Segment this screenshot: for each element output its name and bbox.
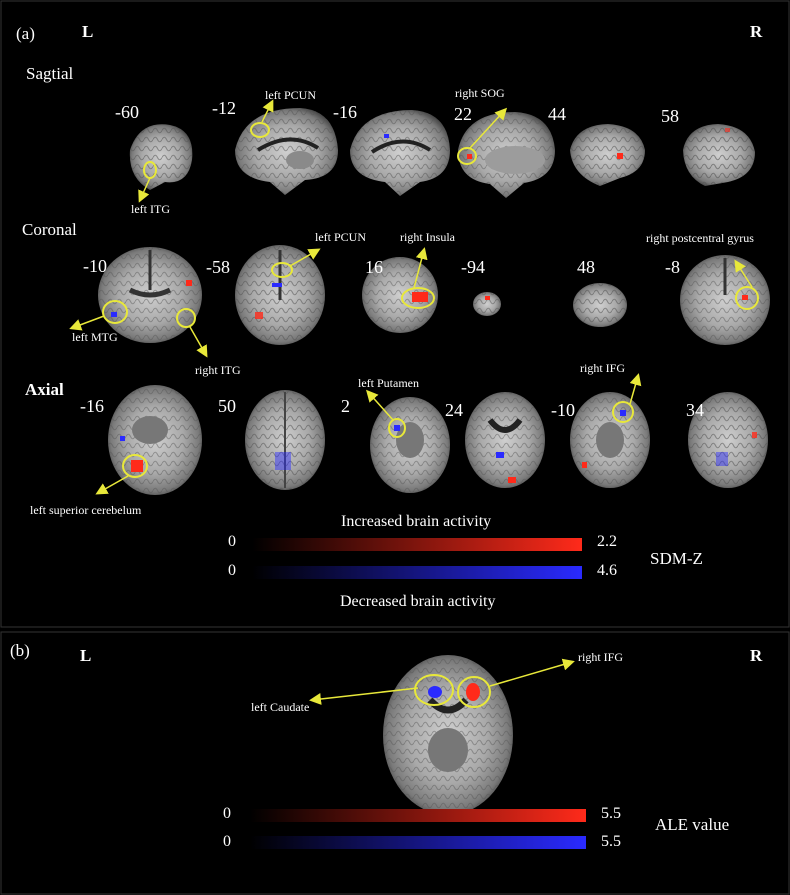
coronal-coord-2: -58 xyxy=(206,257,230,277)
axial-coord-1: -16 xyxy=(80,396,104,416)
label-right-ifg-panel-b: right IFG xyxy=(578,650,623,664)
increase-colorbar xyxy=(252,538,582,551)
axial-slice-3 xyxy=(370,397,450,493)
sagittal-slice-4 xyxy=(458,112,555,198)
coronal-slice-3 xyxy=(362,257,438,333)
panel-a-tag: (a) xyxy=(16,24,35,43)
sagittal-coord-4: 22 xyxy=(454,104,472,124)
axial-title: Axial xyxy=(25,380,64,399)
decreased-activity-label: Decreased brain activity xyxy=(340,593,496,610)
sagittal-coord-5: 44 xyxy=(548,104,566,124)
sagittal-slice-5 xyxy=(570,124,645,186)
sagittal-slice-3 xyxy=(350,110,450,196)
panel-b-left-hemisphere-label: L xyxy=(80,646,92,665)
sagittal-slice-6 xyxy=(683,124,755,186)
sagittal-slice-1 xyxy=(129,124,193,190)
right-hemisphere-label: R xyxy=(750,22,763,41)
left-hemisphere-label: L xyxy=(82,22,94,41)
panel-b-increase-colorbar xyxy=(250,809,586,822)
label-left-mtg: left MTG xyxy=(72,330,118,344)
coronal-slice-5 xyxy=(573,283,627,327)
axial-coord-2: 50 xyxy=(218,396,236,416)
panel-b-scale-red-max: 5.5 xyxy=(601,805,621,822)
highlight-circle xyxy=(457,147,477,165)
label-left-putamen: left Putamen xyxy=(358,376,419,390)
panel-b-scale-red-min: 0 xyxy=(223,805,231,822)
coronal-slice-6 xyxy=(680,255,770,345)
label-right-insula: right Insula xyxy=(400,230,455,244)
label-left-pcun-coronal: left PCUN xyxy=(315,230,366,244)
scale-blue-min: 0 xyxy=(228,562,236,579)
sagittal-coord-3: -16 xyxy=(333,102,357,122)
sagittal-coord-1: -60 xyxy=(115,102,139,122)
coronal-coord-4: -94 xyxy=(461,257,485,277)
axial-slice-6 xyxy=(688,392,768,488)
panel-b-scale-blue-max: 5.5 xyxy=(601,833,621,850)
coronal-coord-1: -10 xyxy=(83,256,107,276)
coronal-coord-3: 16 xyxy=(365,257,383,277)
label-left-superior-cerebelum: left superior cerebelum xyxy=(30,503,142,517)
sagittal-title: Sagtial xyxy=(26,64,74,83)
panel-b-tag: (b) xyxy=(10,641,30,660)
coronal-coord-5: 48 xyxy=(577,257,595,277)
axial-slice-1 xyxy=(108,385,202,495)
coronal-slice-2 xyxy=(235,245,325,345)
scale-blue-max: 4.6 xyxy=(597,562,617,579)
axial-slice-4 xyxy=(465,392,545,488)
label-right-sog: right SOG xyxy=(455,86,505,100)
label-right-postcentral-gyrus: right postcentral gyrus xyxy=(646,231,754,245)
sagittal-slice-2 xyxy=(235,108,338,195)
highlight-circle xyxy=(250,122,270,138)
coronal-slice-4 xyxy=(473,292,501,316)
axial-coord-6: 34 xyxy=(686,400,704,420)
panel-b-decrease-colorbar xyxy=(250,836,586,849)
scale-red-min: 0 xyxy=(228,533,236,550)
label-left-caudate: left Caudate xyxy=(251,700,310,714)
ale-value-unit-label: ALE value xyxy=(655,815,730,834)
coronal-coord-6: -8 xyxy=(665,257,680,277)
axial-slice-5 xyxy=(570,392,650,488)
label-left-itg: left ITG xyxy=(131,202,170,216)
coronal-title: Coronal xyxy=(22,220,77,239)
increased-activity-label: Increased brain activity xyxy=(341,513,492,530)
axial-coord-3: 2 xyxy=(341,396,350,416)
sdm-z-unit-label: SDM-Z xyxy=(650,549,703,568)
axial-slice-2 xyxy=(245,390,325,490)
panel-b-right-hemisphere-label: R xyxy=(750,646,763,665)
decrease-colorbar xyxy=(252,566,582,579)
axial-coord-4: 24 xyxy=(445,400,463,420)
axial-coord-5: -10 xyxy=(551,400,575,420)
panel-b-axial-slice xyxy=(383,655,513,815)
coronal-slice-1 xyxy=(98,247,202,343)
label-right-ifg-axial: right IFG xyxy=(580,361,625,375)
label-right-itg: right ITG xyxy=(195,363,241,377)
panel-b-scale-blue-min: 0 xyxy=(223,833,231,850)
sagittal-coord-6: 58 xyxy=(661,106,679,126)
scale-red-max: 2.2 xyxy=(597,533,617,550)
sagittal-coord-2: -12 xyxy=(212,98,236,118)
label-left-pcun-sagittal: left PCUN xyxy=(265,88,316,102)
